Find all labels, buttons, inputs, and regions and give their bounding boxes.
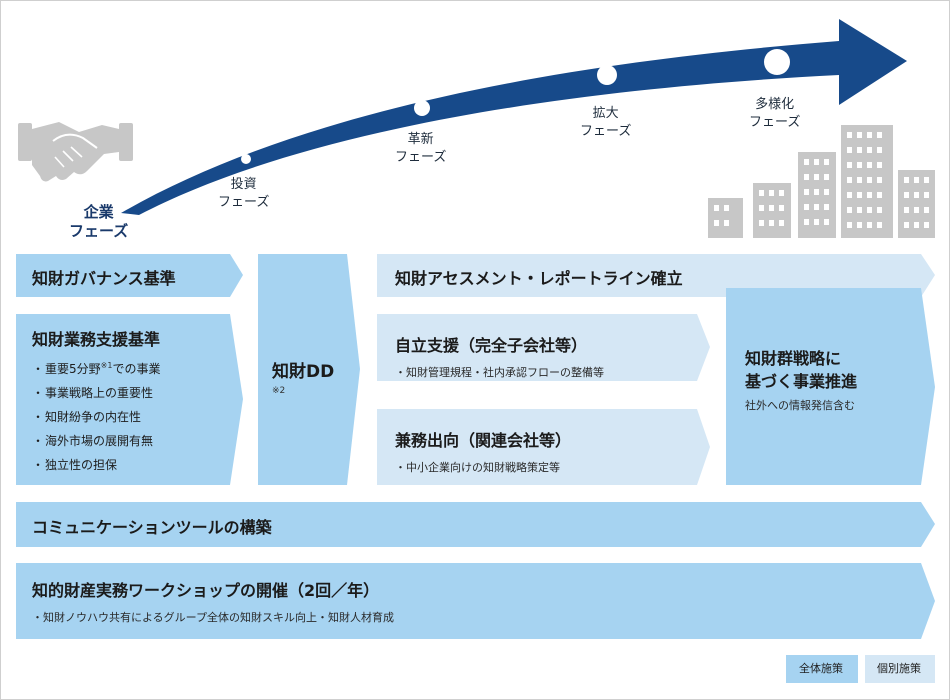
group-strategy-detail: 社外への情報発信含む: [745, 399, 855, 412]
business-support-title: 知財業務支援基準: [32, 330, 161, 349]
self-support-box: 自立支援（完全子会社等） ・知財管理規程・社内承認フローの整備等: [395, 332, 604, 380]
phase-label-1: 企業フェーズ: [69, 203, 129, 240]
list-item: 事業戦略上の重要性: [32, 381, 160, 405]
list-item: 独立性の担保: [32, 453, 160, 477]
governance-title: 知財ガバナンス基準: [32, 269, 176, 288]
buildings-icon: [708, 125, 935, 238]
shape-communication: [16, 502, 935, 547]
phase-label-2: 投資フェーズ: [218, 177, 270, 210]
workshop-box: 知的財産実務ワークショップの開催（2回／年） ・知財ノウハウ共有によるグループ全…: [32, 577, 394, 625]
self-support-title: 自立支援（完全子会社等）: [395, 336, 588, 355]
secondment-title: 兼務出向（関連会社等）: [395, 431, 572, 450]
governance-box: 知財ガバナンス基準: [32, 265, 176, 289]
phase-marker-1: [241, 154, 251, 164]
phase-marker-3: [597, 65, 617, 85]
legend-overall-swatch: [786, 655, 858, 683]
dd-box: 知財DD ※2: [272, 357, 334, 396]
dd-title: 知財DD: [272, 362, 335, 382]
shape-self-support: [377, 314, 710, 381]
growth-arrow: [121, 19, 907, 215]
self-support-detail: ・知財管理規程・社内承認フローの整備等: [395, 366, 604, 379]
shape-workshop: [16, 563, 935, 639]
assessment-box: 知財アセスメント・レポートライン確立: [395, 265, 683, 289]
business-support-box: 知財業務支援基準 重要5分野※1での事業 事業戦略上の重要性 知財紛争の内在性 …: [32, 326, 160, 477]
shape-secondment: [377, 409, 710, 485]
shape-group-strategy: [726, 288, 935, 485]
phase-marker-4: [764, 49, 790, 75]
communication-title: コミュニケーションツールの構築: [32, 518, 272, 537]
assessment-title: 知財アセスメント・レポートライン確立: [395, 269, 683, 288]
dd-note: ※2: [272, 386, 286, 396]
shape-governance: [16, 254, 243, 297]
list-item: 海外市場の展開有無: [32, 429, 160, 453]
secondment-detail: ・中小企業向けの知財戦略策定等: [395, 461, 560, 474]
list-item: 知財紛争の内在性: [32, 405, 160, 429]
secondment-box: 兼務出向（関連会社等） ・中小企業向けの知財戦略策定等: [395, 427, 571, 475]
shape-dd: [258, 254, 360, 485]
workshop-title: 知的財産実務ワークショップの開催（2回／年）: [32, 581, 380, 600]
handshake-icon: [18, 122, 133, 182]
legend-overall-label: 全体施策: [799, 662, 843, 675]
phase-label-3: 革新フェーズ: [395, 132, 447, 165]
legend-individual-swatch: [865, 655, 935, 683]
list-item: 重要5分野※1での事業: [32, 354, 160, 381]
business-support-list: 重要5分野※1での事業 事業戦略上の重要性 知財紛争の内在性 海外市場の展開有無…: [32, 354, 160, 477]
group-strategy-title-line1: 知財群戦略に: [745, 349, 842, 368]
communication-box: コミュニケーションツールの構築: [32, 514, 272, 538]
group-strategy-box: 知財群戦略に 基づく事業推進 社外への情報発信含む: [745, 347, 857, 413]
phase-label-4: 拡大フェーズ: [580, 106, 632, 139]
group-strategy-title-line2: 基づく事業推進: [745, 372, 858, 391]
phase-label-5: 多様化フェーズ: [749, 97, 801, 130]
legend-individual-label: 個別施策: [877, 662, 921, 675]
shape-assessment: [377, 254, 935, 297]
phase-marker-2: [414, 100, 430, 116]
workshop-detail: ・知財ノウハウ共有によるグループ全体の知財スキル向上・知財人材育成: [32, 611, 395, 624]
